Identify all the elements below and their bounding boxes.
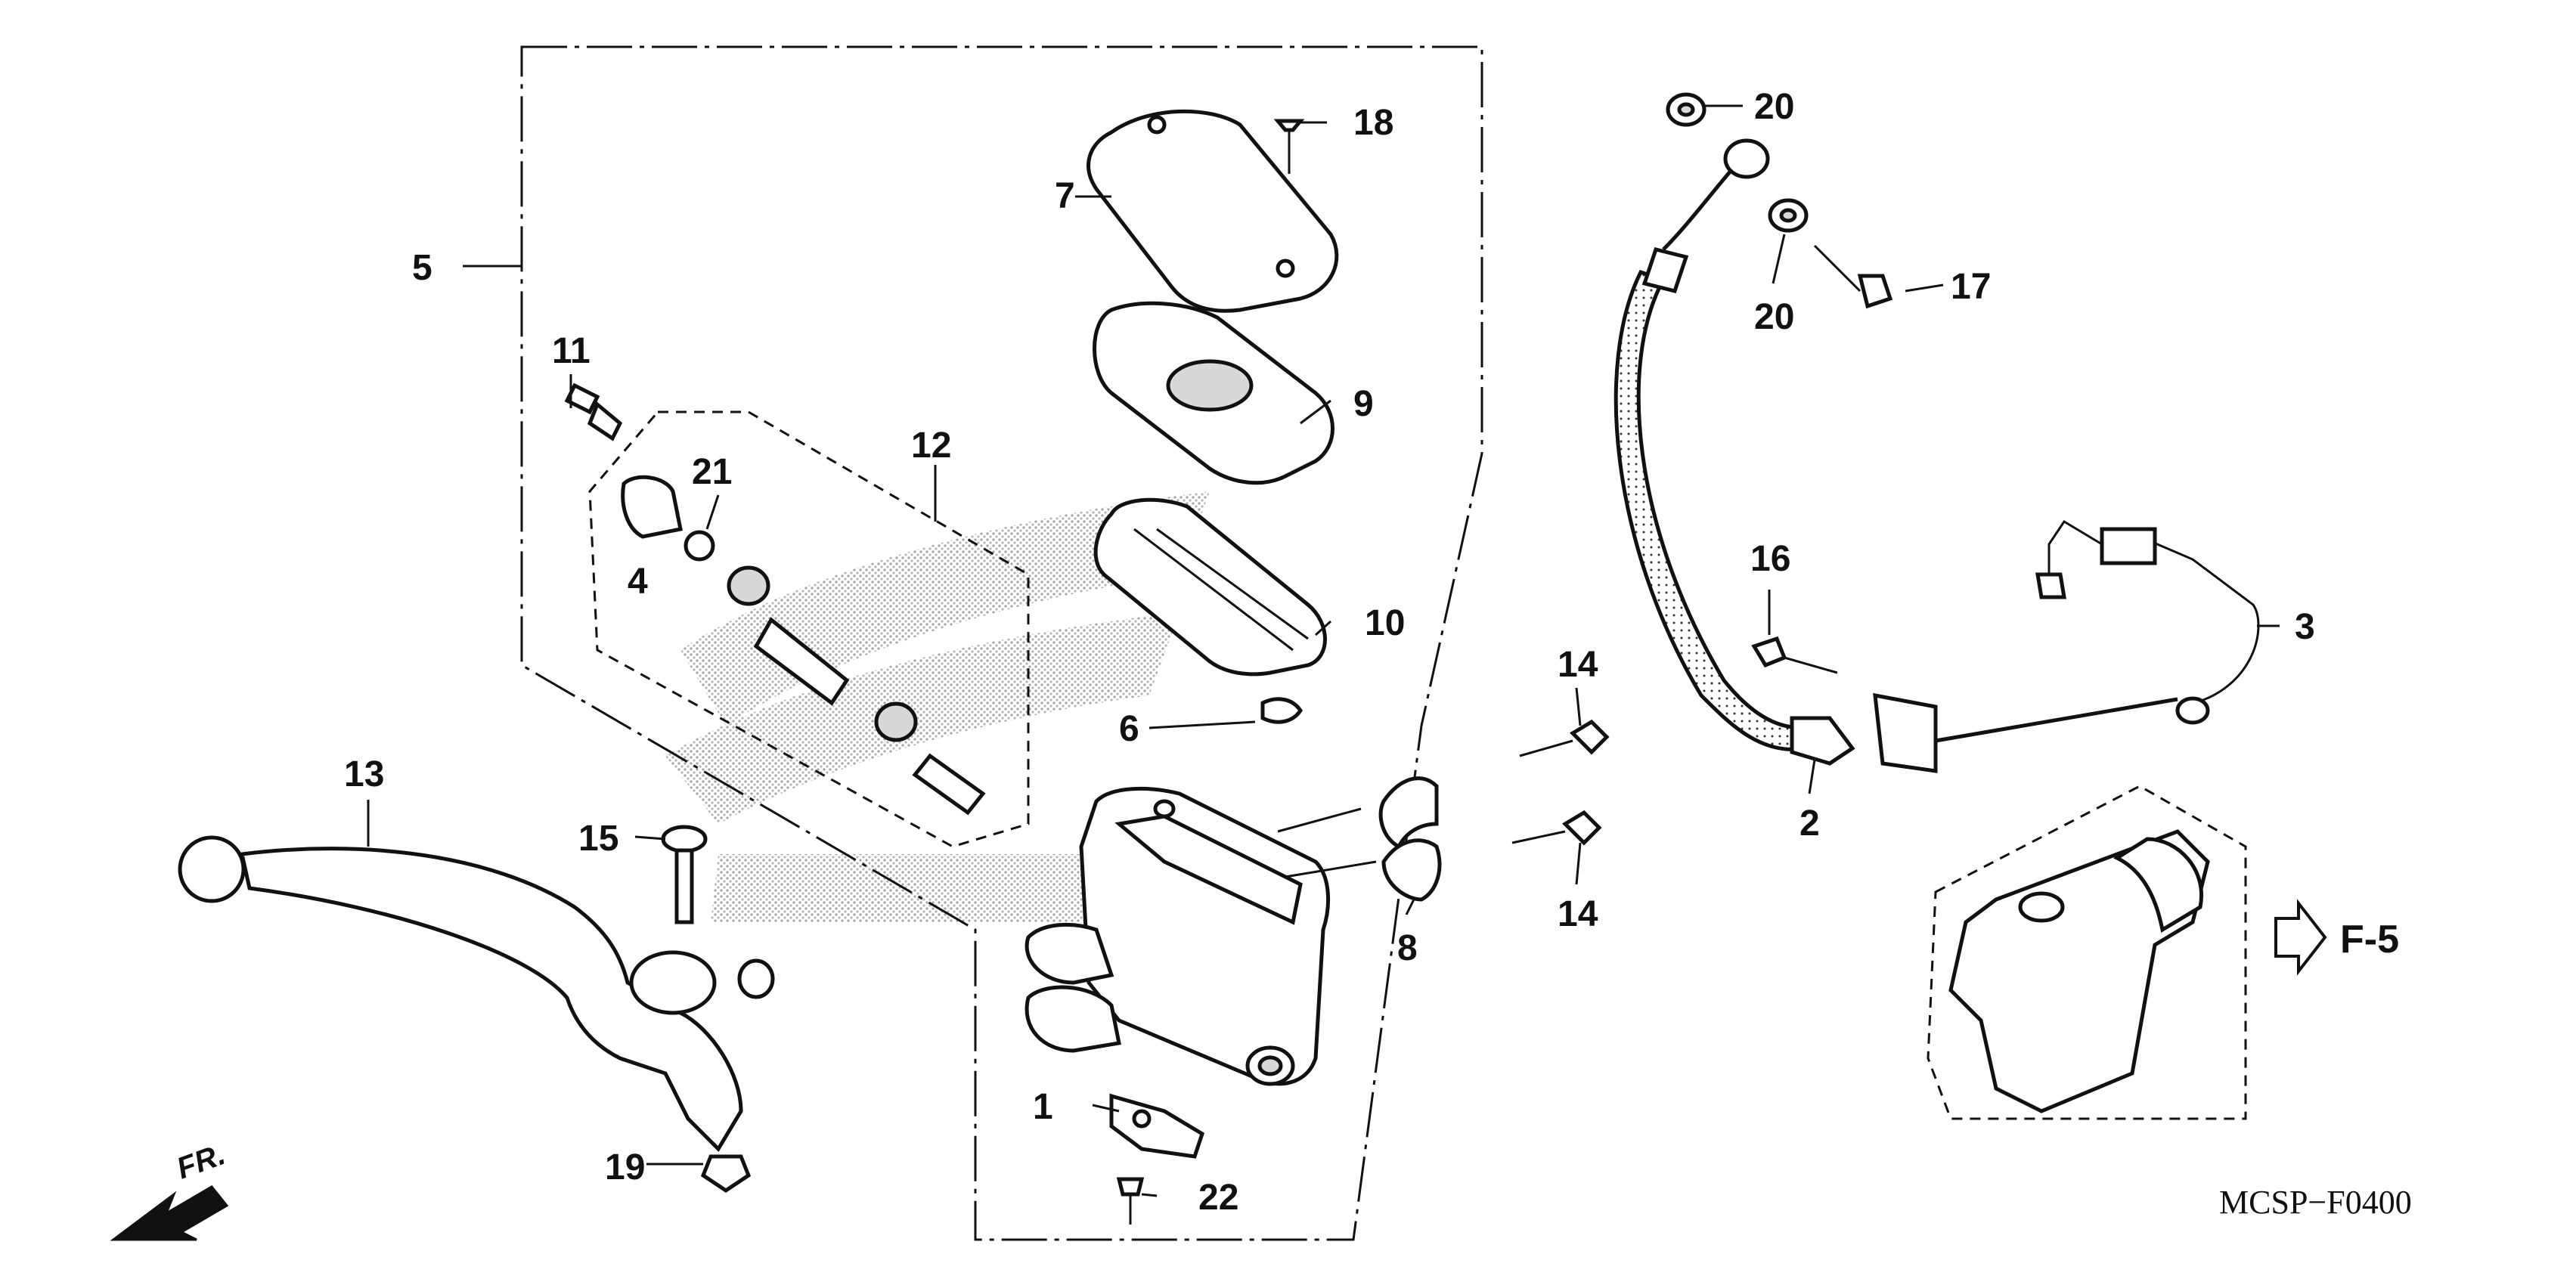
diaphragm-plate [1093, 301, 1334, 485]
brake-hose [1613, 138, 1855, 766]
brake-lever [178, 835, 775, 1153]
callout-17: 17 [1951, 267, 1991, 307]
callout-14a: 14 [1558, 645, 1598, 685]
callout-6: 6 [1119, 709, 1139, 749]
pivot-bolt [661, 825, 708, 924]
abs-modulator [1948, 829, 2210, 1113]
drawing-code: MCSP−F0400 [2219, 1184, 2412, 1221]
callout-1: 1 [1033, 1087, 1053, 1127]
callout-22: 22 [1198, 1178, 1238, 1218]
brake-pipe [1873, 519, 2260, 773]
callout-11: 11 [552, 331, 591, 371]
reference-arrow: F-5 [2274, 899, 2399, 976]
callout-12: 12 [911, 426, 951, 466]
callout-14b: 14 [1558, 894, 1598, 934]
pivot-nut [700, 1154, 752, 1194]
front-label: FR. [172, 1138, 230, 1185]
master-cylinder-body [1025, 787, 1331, 1086]
front-direction-arrow: FR. [110, 1138, 230, 1241]
callout-9: 9 [1353, 384, 1374, 424]
callout-2: 2 [1799, 804, 1820, 844]
callout-labels: 5 11 21 4 12 7 18 9 10 6 8 1 22 13 15 19… [344, 87, 2315, 1218]
callout-4: 4 [628, 562, 648, 602]
assembly-outline-5 [520, 45, 1483, 1241]
reference-label: F-5 [2340, 918, 2399, 961]
callout-3: 3 [2295, 607, 2315, 647]
callout-20b: 20 [1754, 297, 1794, 337]
callout-7: 7 [1055, 176, 1075, 216]
diaphragm [1093, 497, 1327, 677]
screws [1116, 119, 1893, 1225]
callout-10: 10 [1365, 603, 1405, 643]
callout-18: 18 [1353, 103, 1393, 143]
stop-switch [1109, 1093, 1205, 1159]
internal-parts [564, 382, 1303, 816]
handlebar-holder [1378, 776, 1442, 902]
callout-8: 8 [1397, 928, 1418, 968]
callout-19: 19 [605, 1147, 645, 1187]
callout-5: 5 [412, 248, 432, 288]
callout-21: 21 [692, 452, 732, 492]
callout-16: 16 [1750, 539, 1790, 579]
callout-20a: 20 [1754, 87, 1794, 127]
callout-13: 13 [344, 754, 384, 794]
reservoir-cap [1087, 109, 1339, 313]
leader-lines [367, 104, 2280, 1197]
callout-15: 15 [578, 819, 618, 859]
washers [1666, 92, 1809, 233]
